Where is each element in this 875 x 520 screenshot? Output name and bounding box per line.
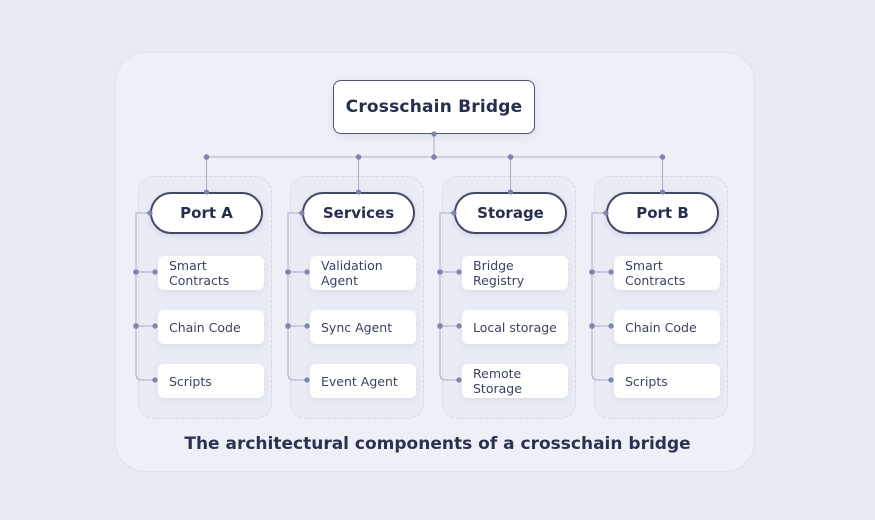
leaf-node-label: Validation Agent [321, 258, 383, 288]
column-port-a: Port A Smart Contracts Chain Code Script… [138, 176, 272, 419]
leaf-node: Smart Contracts [158, 256, 264, 290]
leaf-node-label: Scripts [169, 373, 212, 389]
group-node-label: Storage [477, 204, 544, 222]
group-node-port-b: Port B [606, 192, 719, 234]
group-node-label: Services [322, 204, 395, 222]
leaf-node-label: Smart Contracts [169, 258, 230, 288]
group-node-port-a: Port A [150, 192, 263, 234]
leaf-node-label: Scripts [625, 373, 668, 389]
root-node-crosschain-bridge: Crosschain Bridge [333, 80, 535, 134]
leaf-node-label: Chain Code [625, 319, 697, 335]
leaf-node-label: Chain Code [169, 319, 241, 335]
leaf-node: Local storage [462, 310, 568, 344]
group-node-label: Port A [180, 204, 233, 222]
leaf-node: Scripts [614, 364, 720, 398]
leaf-node: Smart Contracts [614, 256, 720, 290]
leaf-node: Event Agent [310, 364, 416, 398]
leaf-node: Chain Code [614, 310, 720, 344]
leaf-node: Validation Agent [310, 256, 416, 290]
leaf-node: Scripts [158, 364, 264, 398]
leaf-node-label: Remote Storage [473, 366, 522, 396]
group-node-label: Port B [636, 204, 689, 222]
leaf-node-label: Smart Contracts [625, 258, 686, 288]
leaf-node-label: Sync Agent [321, 319, 393, 335]
leaf-node-label: Event Agent [321, 373, 398, 389]
group-node-services: Services [302, 192, 415, 234]
column-services: Services Validation Agent Sync Agent Eve… [290, 176, 424, 419]
leaf-node-label: Bridge Registry [473, 258, 525, 288]
column-storage: Storage Bridge Registry Local storage Re… [442, 176, 576, 419]
leaf-node-label: Local storage [473, 319, 557, 335]
column-port-b: Port B Smart Contracts Chain Code Script… [594, 176, 728, 419]
leaf-node: Bridge Registry [462, 256, 568, 290]
root-node-label: Crosschain Bridge [345, 97, 523, 117]
leaf-node: Chain Code [158, 310, 264, 344]
leaf-node: Sync Agent [310, 310, 416, 344]
leaf-node: Remote Storage [462, 364, 568, 398]
group-node-storage: Storage [454, 192, 567, 234]
diagram-caption: The architectural components of a crossc… [184, 434, 691, 454]
